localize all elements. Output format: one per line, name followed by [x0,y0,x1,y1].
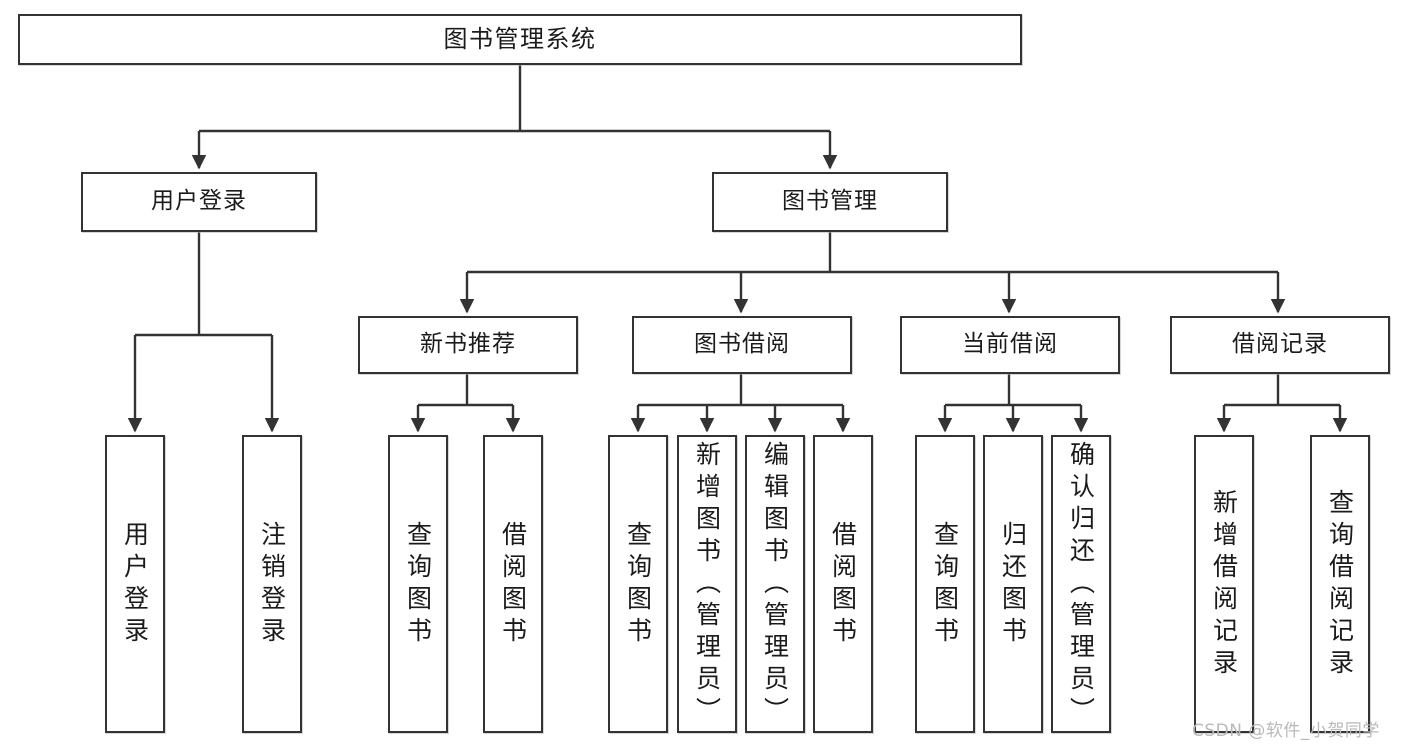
node-label: 图书借阅 [694,331,790,358]
leaf-current-confirm-return-admin[interactable]: 确认归还（管理员） [1051,435,1111,733]
node-new-book-recommend[interactable]: 新书推荐 [358,316,578,374]
node-label: 借阅图书 [828,521,858,649]
node-label: 新增图书（管理员） [692,441,722,729]
node-book-borrow[interactable]: 图书借阅 [632,316,852,374]
node-user-login[interactable]: 用户登录 [81,172,317,232]
leaf-recommend-query-book[interactable]: 查询图书 [388,435,448,733]
node-label: 图书管理系统 [443,25,597,54]
node-label: 查询借阅记录 [1325,489,1355,681]
csdn-watermark: CSDN @软件_小贺同学 [1192,721,1380,741]
leaf-borrow-edit-book-admin[interactable]: 编辑图书（管理员） [745,435,805,733]
node-label: 借阅记录 [1232,331,1328,358]
leaf-current-return-book[interactable]: 归还图书 [983,435,1043,733]
node-label: 归还图书 [998,521,1028,649]
node-current-borrow[interactable]: 当前借阅 [900,316,1120,374]
node-label: 确认归还（管理员） [1066,441,1096,729]
node-label: 新增借阅记录 [1209,489,1239,681]
node-book-management[interactable]: 图书管理 [712,172,948,232]
leaf-user-login[interactable]: 用户登录 [105,435,165,733]
node-label: 用户登录 [151,188,247,215]
leaf-borrow-query-book[interactable]: 查询图书 [608,435,668,733]
node-label: 查询图书 [623,521,653,649]
leaf-record-add[interactable]: 新增借阅记录 [1194,435,1254,733]
leaf-record-query[interactable]: 查询借阅记录 [1310,435,1370,733]
leaf-recommend-borrow-book[interactable]: 借阅图书 [483,435,543,733]
node-label: 查询图书 [403,521,433,649]
node-root-system[interactable]: 图书管理系统 [18,14,1022,65]
leaf-current-query-book[interactable]: 查询图书 [915,435,975,733]
node-label: 当前借阅 [962,331,1058,358]
node-label: 查询图书 [930,521,960,649]
node-label: 注销登录 [257,521,287,649]
node-label: 用户登录 [120,521,150,649]
leaf-user-logout[interactable]: 注销登录 [242,435,302,733]
node-label: 图书管理 [782,188,878,215]
node-label: 新书推荐 [420,331,516,358]
leaf-borrow-borrow-book[interactable]: 借阅图书 [813,435,873,733]
node-label: 编辑图书（管理员） [760,441,790,729]
node-borrow-record[interactable]: 借阅记录 [1170,316,1390,374]
node-label: 借阅图书 [498,521,528,649]
leaf-borrow-add-book-admin[interactable]: 新增图书（管理员） [677,435,737,733]
